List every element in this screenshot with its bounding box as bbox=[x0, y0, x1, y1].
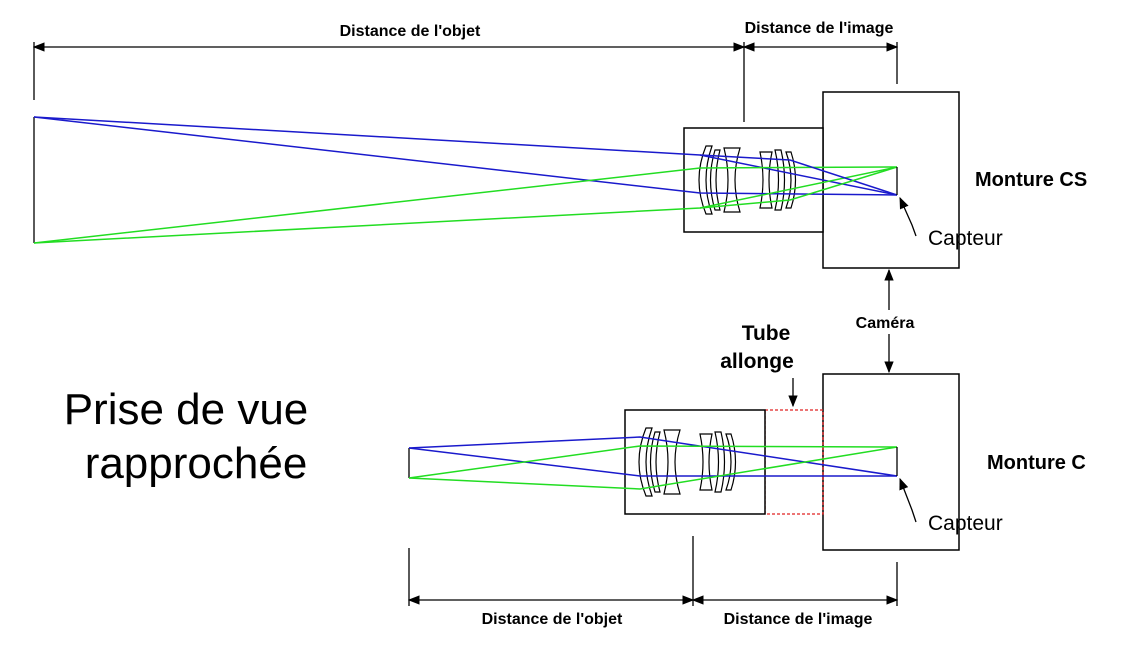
top-sensor-label: Capteur bbox=[928, 227, 1003, 250]
top-mount-label: Monture CS bbox=[975, 169, 1087, 191]
bottom-camera-body bbox=[822, 373, 960, 551]
title-block: Prise de vue rapprochée bbox=[64, 385, 309, 488]
bottom-rays bbox=[408, 436, 898, 490]
top-image-distance-label: Distance de l'image bbox=[745, 20, 894, 37]
top-rays bbox=[33, 116, 898, 244]
top-system: Distance de l'objet Distance de l'image bbox=[32, 16, 1087, 269]
bottom-system: Tube allonge Capteur Monture C bbox=[407, 322, 1086, 628]
camera-label: Caméra bbox=[856, 315, 915, 332]
camera-link: Caméra bbox=[856, 268, 915, 374]
title-line-1: Prise de vue bbox=[64, 385, 309, 434]
top-camera-body bbox=[822, 91, 960, 269]
bottom-sensor-label: Capteur bbox=[928, 512, 1003, 535]
top-lens-barrel bbox=[683, 127, 824, 233]
top-object-distance-label: Distance de l'objet bbox=[340, 23, 481, 40]
bottom-sensor-pointer bbox=[899, 477, 917, 523]
title-line-2: rapprochée bbox=[85, 439, 308, 488]
top-sensor-pointer bbox=[899, 196, 917, 237]
bottom-object-distance-label: Distance de l'objet bbox=[482, 611, 623, 628]
extension-tube bbox=[764, 409, 824, 515]
bottom-lens-barrel bbox=[624, 409, 766, 515]
bottom-image-distance-label: Distance de l'image bbox=[724, 611, 873, 628]
bottom-mount-label: Monture C bbox=[987, 452, 1086, 474]
tube-label-line-2: allonge bbox=[720, 350, 794, 373]
tube-label-line-1: Tube bbox=[742, 322, 791, 345]
